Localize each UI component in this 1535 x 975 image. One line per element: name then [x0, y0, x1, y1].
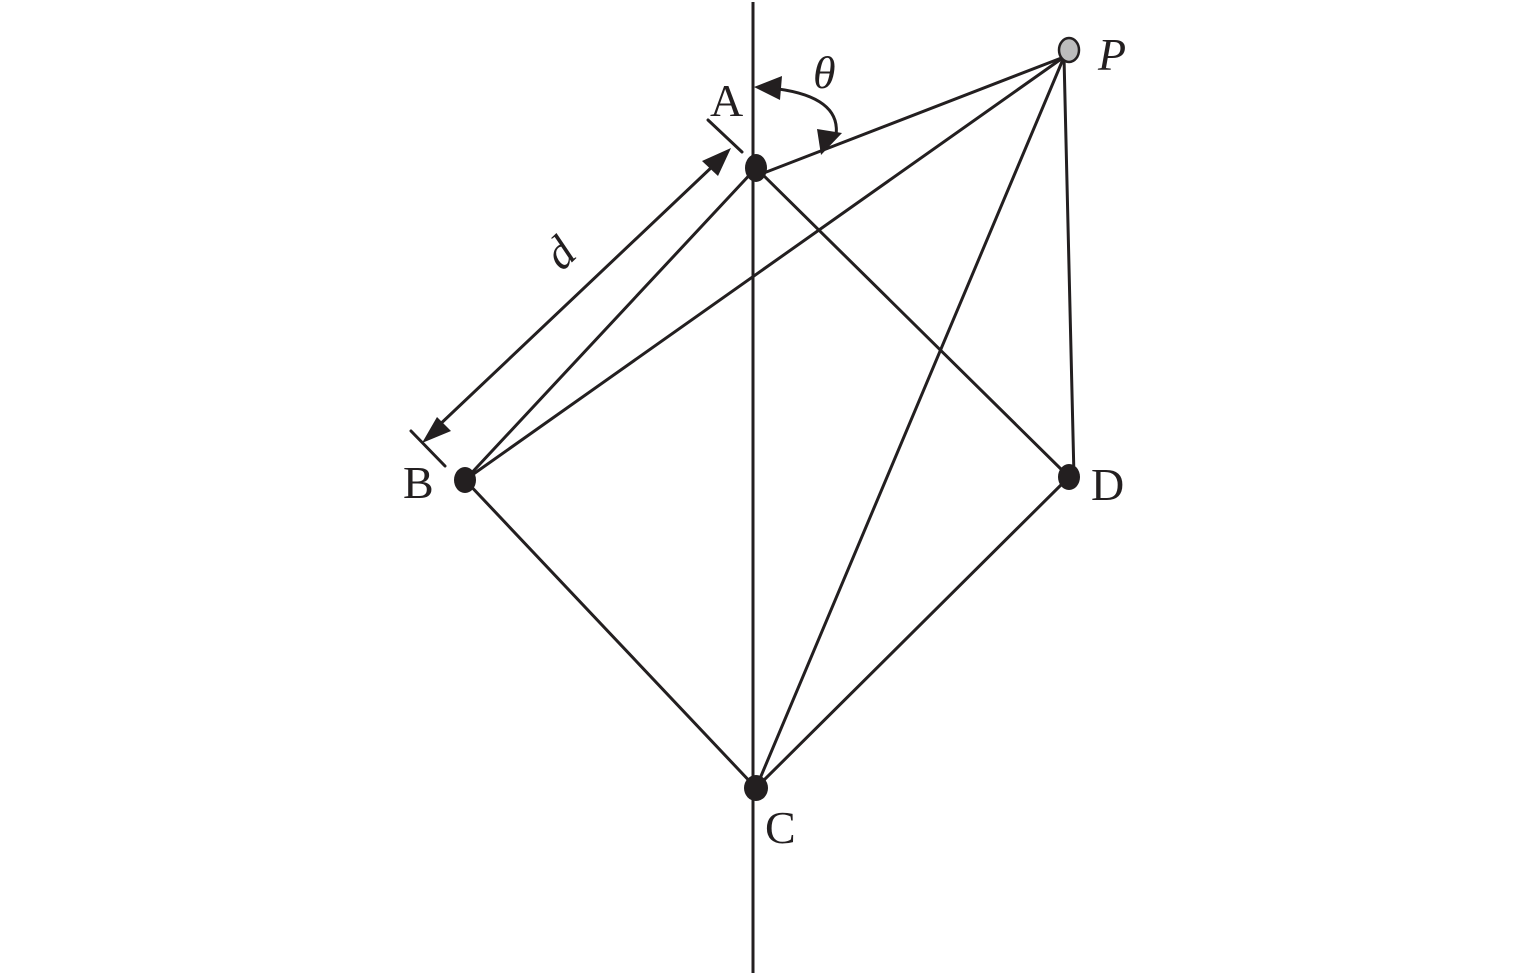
dimension-arrow-lower [422, 417, 451, 443]
ray-b-p [463, 55, 1066, 482]
label-b: B [403, 457, 434, 508]
theta-arrow-end [817, 129, 842, 155]
label-d: D [1091, 459, 1124, 510]
edge-b-c [463, 478, 758, 790]
theta-angle-arc [754, 76, 842, 155]
element-b-point [454, 467, 476, 493]
observation-point-p [1057, 36, 1081, 64]
element-a-point [745, 154, 767, 182]
ray-c-p [754, 55, 1066, 790]
label-theta: θ [813, 47, 836, 98]
ray-a-p [754, 55, 1066, 178]
edge-a-b [463, 166, 758, 482]
theta-arrow-start [754, 76, 782, 100]
theta-arc [768, 86, 838, 137]
ray-d-p [1062, 55, 1076, 479]
dimension-tick-a [706, 118, 744, 154]
edge-a-d [754, 166, 1071, 479]
dimension-tick-b [409, 429, 447, 468]
label-d-spacing: d [534, 226, 587, 279]
element-d-point [1058, 464, 1080, 490]
element-c-point [744, 775, 768, 801]
dimension-line [432, 163, 716, 432]
label-a: A [710, 75, 743, 126]
edge-c-d [754, 475, 1071, 790]
label-c: C [765, 802, 796, 853]
label-p: P [1097, 29, 1126, 80]
dimension-arrow-upper [702, 148, 731, 176]
spacing-dimension [409, 118, 744, 468]
